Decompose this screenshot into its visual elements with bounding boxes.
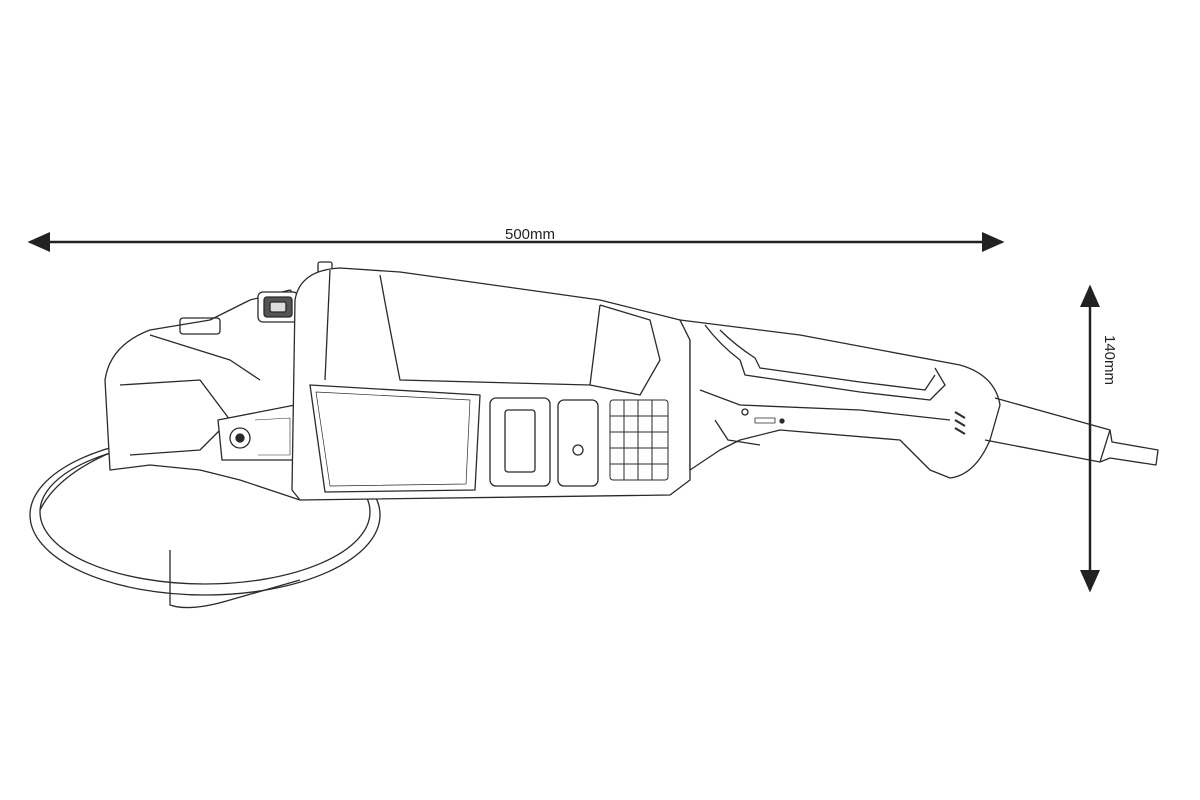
- height-dimension-label: 140mm: [1101, 335, 1118, 386]
- motor-housing: [291, 267, 691, 501]
- gear-head: [104, 289, 301, 501]
- air-vents: [609, 399, 669, 481]
- power-cable: [984, 397, 1159, 466]
- rear-handle: [679, 319, 1001, 479]
- length-dimension-label: 500mm: [505, 226, 556, 243]
